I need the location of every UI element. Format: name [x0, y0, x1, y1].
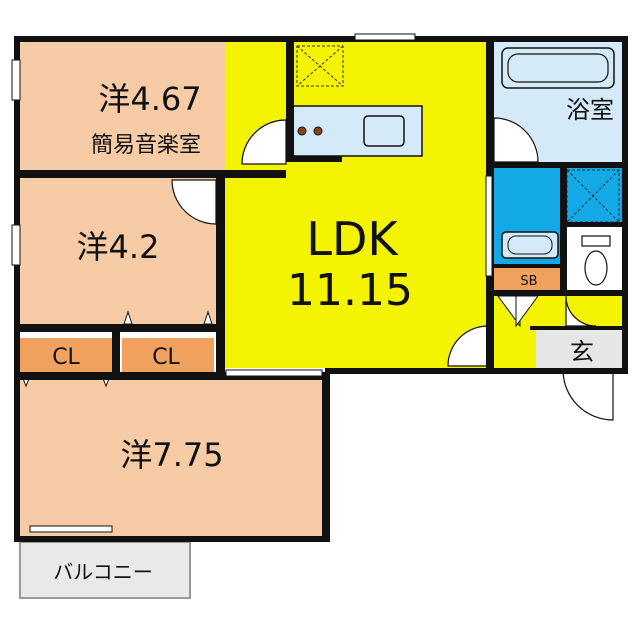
- label-shoe-box: SB: [520, 274, 537, 289]
- balcony: [19, 541, 191, 599]
- label-balcony: バルコニー: [53, 560, 153, 584]
- shoe-box: [494, 268, 564, 292]
- room-label-entrance: 玄: [570, 338, 594, 366]
- label-closet-2: CL: [152, 345, 180, 370]
- window: [29, 525, 113, 533]
- stove-burner-icon: [313, 126, 323, 136]
- stove-burner-icon: [297, 126, 307, 136]
- window: [225, 369, 323, 377]
- window: [354, 33, 416, 41]
- room-label-western-3: 洋7.75: [120, 436, 223, 474]
- room-western-3: [20, 378, 322, 538]
- room-size-ldk: 11.15: [287, 265, 413, 316]
- room-sublabel-western-1: 簡易音楽室: [91, 133, 201, 158]
- room-entrance: [536, 330, 622, 370]
- label-closet-1: CL: [52, 345, 80, 370]
- room-label-western-2: 洋4.2: [77, 228, 160, 266]
- closet-1: [20, 338, 112, 372]
- room-label-bath: 浴室: [566, 96, 614, 124]
- toilet-tank-icon: [581, 235, 611, 247]
- toilet-icon: [584, 250, 608, 286]
- closet-2: [122, 338, 214, 372]
- window: [11, 59, 21, 101]
- walls: [14, 36, 628, 542]
- kitchen-sink-icon: [363, 115, 405, 147]
- window: [11, 224, 21, 266]
- fridge-space: [296, 45, 344, 87]
- room-label-western-1: 洋4.67: [98, 80, 201, 118]
- room-label-ldk: LDK: [306, 212, 399, 266]
- window: [485, 175, 493, 277]
